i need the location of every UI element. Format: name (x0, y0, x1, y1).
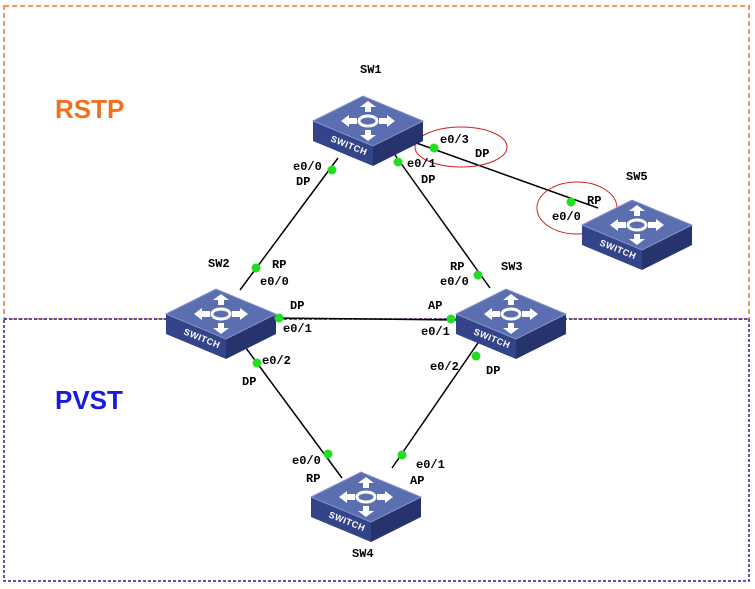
port-role-sw2-e0-2: DP (242, 375, 256, 389)
port-role-sw1-e0-3: DP (475, 147, 489, 161)
port-label-sw2-e0-2: e0/2 (262, 354, 291, 368)
port-dot-sw3-e0-0 (473, 270, 483, 280)
port-role-sw5-e0-0: RP (587, 194, 601, 208)
port-dot-sw3-e0-1 (446, 314, 456, 324)
link-sw2-sw3 (271, 317, 459, 321)
switch-sw1[interactable]: SWITCH (311, 94, 425, 168)
port-label-sw4-e0-1: e0/1 (416, 458, 445, 472)
switch-sw2[interactable]: SWITCH (164, 287, 278, 361)
port-dot-sw4-e0-1 (397, 450, 407, 460)
port-label-sw1-e0-0: e0/0 (293, 160, 322, 174)
port-role-sw4-e0-0: RP (306, 472, 320, 486)
port-label-sw2-e0-1: e0/1 (283, 322, 312, 336)
port-label-sw4-e0-0: e0/0 (292, 454, 321, 468)
port-role-sw1-e0-0: DP (296, 175, 310, 189)
port-dots (251, 143, 576, 460)
switch-name-sw3: SW3 (501, 260, 523, 274)
switch-sw5[interactable]: SWITCH (580, 198, 694, 272)
port-label-sw1-e0-3: e0/3 (440, 133, 469, 147)
switch-name-sw5: SW5 (626, 170, 648, 184)
port-role-sw2-e0-1: DP (290, 299, 304, 313)
port-role-sw3-e0-1: AP (428, 299, 442, 313)
port-role-sw3-e0-0: RP (450, 260, 464, 274)
switch-name-sw1: SW1 (360, 63, 382, 77)
port-dot-sw4-e0-0 (323, 449, 333, 459)
port-label-sw1-e0-1: e0/1 (407, 157, 436, 171)
highlight-ellipse-sw1-e0-3 (414, 126, 508, 168)
switch-sw3[interactable]: SWITCH (454, 287, 568, 361)
port-dot-sw2-e0-0 (251, 263, 261, 273)
link-sw3-sw4 (391, 339, 481, 469)
port-role-sw3-e0-2: DP (486, 364, 500, 378)
port-label-sw3-e0-0: e0/0 (440, 275, 469, 289)
link-sw1-sw5 (407, 139, 599, 209)
port-role-sw1-e0-1: DP (421, 173, 435, 187)
port-role-sw2-e0-0: RP (272, 258, 286, 272)
port-label-sw5-e0-0: e0/0 (552, 210, 581, 224)
port-dot-sw1-e0-3 (429, 143, 439, 153)
pvst-region-label: PVST (55, 385, 123, 415)
switch-sw4[interactable]: SWITCH (309, 470, 423, 544)
port-dot-sw5-e0-0 (566, 197, 576, 207)
port-dot-sw2-e0-2 (252, 358, 262, 368)
pvst-region-box (3, 318, 750, 582)
port-label-sw3-e0-2: e0/2 (430, 360, 459, 374)
switch-name-sw2: SW2 (208, 257, 230, 271)
port-role-sw4-e0-1: AP (410, 474, 424, 488)
port-dot-sw2-e0-1 (274, 313, 284, 323)
port-dot-sw3-e0-2 (471, 351, 481, 361)
switch-name-sw4: SW4 (352, 547, 374, 561)
port-label-sw2-e0-0: e0/0 (260, 275, 289, 289)
port-label-sw3-e0-1: e0/1 (421, 325, 450, 339)
link-sw1-sw3 (389, 147, 491, 289)
port-dot-sw1-e0-0 (327, 165, 337, 175)
rstp-region-box (3, 5, 750, 320)
port-dot-sw1-e0-1 (393, 157, 403, 167)
rstp-region-label: RSTP (55, 94, 124, 124)
